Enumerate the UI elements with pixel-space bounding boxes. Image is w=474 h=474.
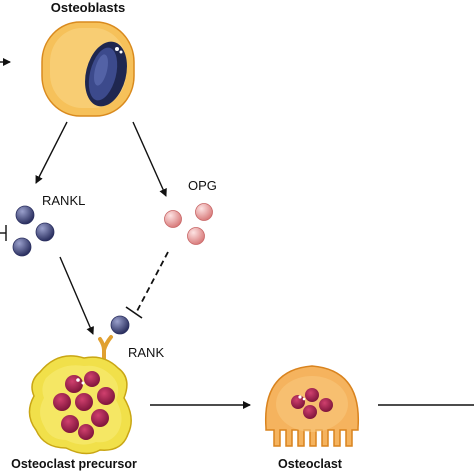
osteoblast-cell-icon: [41, 21, 135, 117]
opg-label: OPG: [188, 178, 217, 193]
osteoblast-to-rankl-arrow: [35, 121, 68, 184]
rankl-label: RANKL: [42, 193, 85, 208]
osteoblast-to-opg-arrow: [132, 121, 167, 197]
opg-molecule-icon: [164, 203, 213, 245]
opg-inhibition-dashed-line: [135, 251, 169, 314]
osteoclast-label: Osteoclast: [278, 457, 343, 471]
osteoclast-precursor-label: Osteoclast precursor: [11, 457, 137, 471]
osteoclast-precursor-cell-icon: [28, 355, 132, 455]
osteoclast-cell-icon: [264, 365, 360, 447]
rankl-molecule-icon: [12, 205, 55, 257]
osteoblasts-label: Osteoblasts: [51, 0, 125, 15]
rankl-to-rank-arrow: [59, 256, 94, 335]
bound-rankl-molecule-icon: [110, 315, 130, 335]
rank-label: RANK: [128, 345, 164, 360]
rank-receptor-icon: [98, 335, 113, 364]
opg-inhibition-bar: [125, 306, 143, 319]
